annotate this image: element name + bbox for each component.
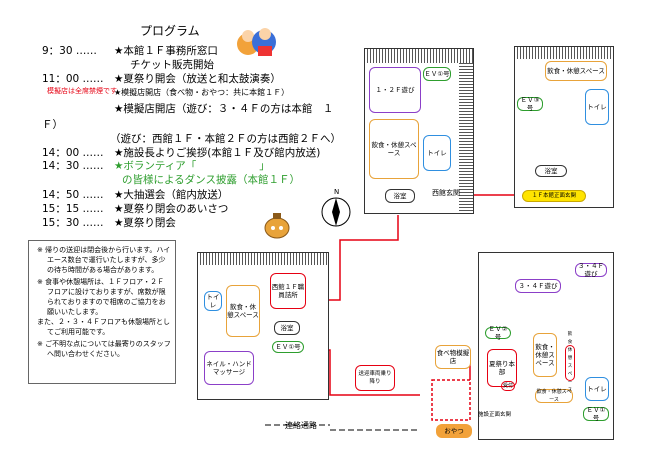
room-play34-b: ３・４Ｆ遊び bbox=[515, 279, 561, 293]
program-row: 15：30 …… ★夏祭り閉会 bbox=[42, 215, 176, 230]
program-title: プログラム bbox=[140, 24, 200, 38]
room-ev1-west: ＥＶ①号 bbox=[272, 341, 304, 353]
program-row: 14：00 …… ★施設長よりご挨拶(本館１Ｆ及び館内放送) bbox=[42, 145, 320, 160]
room-staff-west: 西館１Ｆ職員詰所 bbox=[270, 273, 306, 309]
program-row: Ｆ） bbox=[42, 117, 63, 132]
program-text: ★夏祭り閉会のあいさつ bbox=[114, 203, 229, 215]
front-entrance-label: 施設正面玄関 bbox=[478, 412, 512, 418]
compass-icon: N bbox=[321, 188, 351, 227]
program-row: 14：50 …… ★大抽選会（館内放送） bbox=[42, 187, 228, 202]
room-rest-main-c: 飲食・休憩スペース bbox=[535, 389, 573, 403]
main-entrance-label: １Ｆ本館正面玄関 bbox=[522, 190, 586, 202]
west-entrance-label: 西館玄関 bbox=[432, 189, 460, 197]
program-text: ★夏祭り閉会 bbox=[114, 217, 176, 229]
lantern-icon bbox=[264, 213, 290, 239]
room-ev3: ＥＶ③号 bbox=[517, 96, 543, 112]
building-main: ３・４Ｆ遊び ３・４Ｆ遊び ＥＶ②号 夏祭り本部 受付 飲食・休憩スペース 飲食… bbox=[478, 252, 614, 440]
program-row: 11：00 …… ★夏祭り開会（放送と和太鼓演奏） bbox=[42, 71, 281, 86]
program-row: 9：30 …… ★本館１Ｆ事務所窓口 bbox=[42, 43, 218, 58]
room-bath-tr: 浴室 bbox=[535, 165, 567, 177]
room-food-stall: 食べ物模擬店 bbox=[435, 345, 471, 369]
svg-text:N: N bbox=[334, 188, 339, 196]
room-toilet-main: トイレ bbox=[585, 377, 609, 401]
program-row: 14：30 …… ★ボランティア「 」 bbox=[42, 158, 270, 173]
program-text: チケット販売開始 bbox=[130, 59, 214, 71]
program-row: （遊び：西館１Ｆ・本館２Ｆの方は西館２Ｆへ） bbox=[110, 131, 341, 146]
program-text: ★模擬店開店（遊び：３・４Ｆの方は本館 １ bbox=[114, 103, 334, 115]
program-row: 15：15 …… ★夏祭り閉会のあいさつ bbox=[42, 201, 228, 216]
room-toilet-tr: トイレ bbox=[585, 89, 609, 125]
room-play34-a: ３・４Ｆ遊び bbox=[575, 262, 607, 278]
room-rest-space: 飲食・休憩スペース bbox=[369, 119, 419, 179]
room-rest-main-b: 飲食休憩スペース bbox=[565, 332, 575, 393]
program-time: 14：30 …… bbox=[42, 160, 104, 172]
room-reception: 受付 bbox=[501, 381, 515, 391]
program-text: （遊び：西館１Ｆ・本館２Ｆの方は西館２Ｆへ） bbox=[110, 133, 341, 145]
note-2: ※ 食事や休憩場所は、１Ｆフロア・２Ｆフロアに設けておりますが、席数が限られてお… bbox=[37, 278, 166, 316]
note-1: ※ 帰りの送迎は閉会後から行います。ハイエース数台で運行いたしますが、多少の待ち… bbox=[37, 246, 171, 274]
building-top-left: １・２Ｆ遊び ＥＶ①号 飲食・休憩スペース トイレ 浴室 bbox=[364, 48, 474, 214]
notes-box: ※ 帰りの送迎は閉会後から行います。ハイエース数台で運行いたしますが、多少の待ち… bbox=[28, 240, 176, 384]
room-snacks: おやつ bbox=[436, 424, 472, 438]
room-bath: 浴室 bbox=[385, 189, 415, 203]
room-ev2: ＥＶ②号 bbox=[485, 325, 511, 341]
program-text: ★模擬店開店（食べ物・おやつ：共に本館１Ｆ） bbox=[114, 88, 290, 97]
program-time: 9：30 …… bbox=[42, 45, 97, 57]
program-text: ★施設長よりご挨拶(本館１Ｆ及び館内放送) bbox=[114, 147, 321, 159]
program-time: 15：15 …… bbox=[42, 203, 104, 215]
program-row: チケット販売開始 bbox=[130, 57, 214, 72]
room-rest-main-a: 飲食・休憩スペース bbox=[533, 333, 557, 377]
room-play-12f: １・２Ｆ遊び bbox=[369, 67, 421, 113]
program-row: の皆様によるダンス披露（本館１Ｆ） bbox=[122, 172, 300, 187]
program-time: 15：30 …… bbox=[42, 217, 104, 229]
festival-dancers-icon bbox=[237, 28, 276, 56]
room-bath-west: 浴室 bbox=[274, 321, 300, 335]
note-3: また、２・３・４Ｆフロアも休憩場所としてご利用可能です。 bbox=[37, 318, 170, 336]
room-toilet-west: トイレ bbox=[204, 291, 222, 311]
program-text: ★夏祭り開会（放送と和太鼓演奏） bbox=[114, 73, 281, 85]
smoking-note: 模擬店は全席禁煙です bbox=[47, 87, 117, 95]
program-row: ★模擬店開店（遊び：３・４Ｆの方は本館 １ bbox=[114, 101, 333, 116]
building-west: トイレ 飲食・休憩スペース 西館１Ｆ職員詰所 浴室 ＥＶ①号 ネイル・ハンドマッ… bbox=[197, 252, 329, 400]
building-top-right: 飲食・休憩スペース ＥＶ③号 トイレ 浴室 bbox=[514, 46, 614, 208]
program-text: ★ボランティア「 」 bbox=[114, 160, 270, 172]
room-toilet: トイレ bbox=[423, 135, 451, 171]
program-text: の皆様によるダンス披露（本館１Ｆ） bbox=[122, 174, 300, 186]
corridor-label: 連絡通路 bbox=[285, 421, 317, 430]
room-shuttle: 送迎車両乗り降り bbox=[355, 365, 395, 391]
room-ev1-main: ＥＶ①号 bbox=[583, 406, 609, 422]
room-rest-west: 飲食・休憩スペース bbox=[226, 285, 260, 337]
room-rest-space-tr: 飲食・休憩スペース bbox=[545, 61, 607, 81]
program-time: 11：00 …… bbox=[42, 73, 104, 85]
program-text: Ｆ） bbox=[42, 119, 63, 131]
program-text: ★大抽選会（館内放送） bbox=[114, 189, 229, 201]
note-4: ※ ご不明な点については最寄りのスタッフへ問い合わせください。 bbox=[37, 340, 171, 358]
program-time: 14：00 …… bbox=[42, 147, 104, 159]
room-nail-massage: ネイル・ハンドマッサージ bbox=[204, 351, 254, 385]
room-ev1: ＥＶ①号 bbox=[423, 67, 451, 81]
program-text: ★本館１Ｆ事務所窓口 bbox=[114, 45, 218, 57]
program-time: 14：50 …… bbox=[42, 189, 104, 201]
program-row: ★模擬店開店（食べ物・おやつ：共に本館１Ｆ） bbox=[114, 86, 289, 98]
